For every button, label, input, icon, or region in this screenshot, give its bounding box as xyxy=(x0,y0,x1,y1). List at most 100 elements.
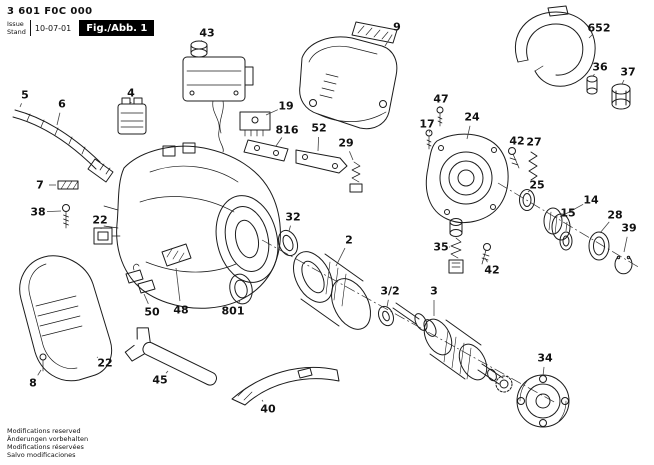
issue-stand-labels: Issue Stand xyxy=(7,20,30,36)
issue-label: Issue xyxy=(7,20,24,28)
figure-label-badge: Fig./Abb. 1 xyxy=(79,20,155,36)
callout-leader-line xyxy=(599,221,610,234)
part-number-42: 42 xyxy=(484,264,499,277)
bracket-816-drawing xyxy=(243,139,289,162)
screw-38-drawing xyxy=(62,204,70,229)
callout-leader-line xyxy=(288,225,291,232)
nut-37-drawing xyxy=(611,83,631,110)
pcb-19-drawing xyxy=(239,111,271,137)
callout-leader-line xyxy=(143,293,149,304)
part-number-8: 8 xyxy=(29,377,37,390)
part-number-15: 15 xyxy=(560,207,575,220)
switch-module-drawing xyxy=(182,40,254,153)
part-number-47: 47 xyxy=(433,93,448,106)
part-number-19: 19 xyxy=(278,100,293,113)
issue-meta-row: Issue Stand 10-07-01 Fig./Abb. 1 xyxy=(7,20,155,36)
callout-leader-line xyxy=(37,369,42,376)
part-number-50: 50 xyxy=(144,306,160,319)
callout-leader-line xyxy=(261,399,264,402)
callout-leader-line xyxy=(335,247,346,267)
callout-leader-line xyxy=(542,366,545,377)
modifications-line-fr: Modifications réservées xyxy=(7,443,84,451)
part-number-43: 43 xyxy=(199,27,214,40)
part-number-2: 2 xyxy=(345,234,353,247)
part-number-3: 3 xyxy=(430,285,438,298)
part-number-24: 24 xyxy=(464,111,480,124)
part-number-5: 5 xyxy=(21,89,29,102)
power-cord-drawing xyxy=(12,109,114,183)
coupling-35-drawing xyxy=(448,218,464,274)
modifications-line-es: Salvo modificaciones xyxy=(7,451,76,459)
callout-leader-line xyxy=(317,136,320,152)
callout-leader-line xyxy=(527,190,531,193)
part-number-35: 35 xyxy=(433,241,448,254)
part-number-38: 38 xyxy=(30,206,45,219)
part-number-7: 7 xyxy=(36,179,44,192)
washer-3-2-drawing xyxy=(378,305,394,327)
bearing-14-drawing xyxy=(543,207,571,241)
callout-leader-line xyxy=(200,39,202,42)
part-number-29: 29 xyxy=(338,137,353,150)
callout-leader-line xyxy=(275,137,283,147)
spring-27-drawing xyxy=(528,151,538,181)
part-number-652: 652 xyxy=(588,22,611,35)
callout-leader-line xyxy=(386,299,389,308)
ring-15-drawing xyxy=(559,231,573,251)
switch-drawing xyxy=(117,97,147,135)
callout-leader-line xyxy=(46,210,62,213)
meta-divider xyxy=(29,20,31,36)
callout-leader-line xyxy=(466,125,471,140)
screw-42-bottom-drawing xyxy=(481,243,491,265)
callout-leader-line xyxy=(349,151,354,161)
modifications-line-en: Modifications reserved xyxy=(7,427,81,435)
spring-29-drawing xyxy=(349,161,363,193)
fan-plate-drawing xyxy=(516,374,570,428)
callout-leader-line xyxy=(175,267,181,302)
callout-leader-line xyxy=(96,356,99,358)
header: 3 601 F0C 000 Issue Stand 10-07-01 Fig./… xyxy=(7,6,155,36)
part-number-40: 40 xyxy=(260,403,276,416)
part-number-801: 801 xyxy=(222,305,245,318)
stand-label: Stand xyxy=(7,28,26,36)
callout-leader-line xyxy=(559,203,584,218)
gasket-plate-48-drawing xyxy=(161,243,192,267)
callout-leader-line xyxy=(56,112,61,126)
callout-leader-line xyxy=(588,34,593,39)
part-number-42: 42 xyxy=(509,135,524,148)
part-number-48: 48 xyxy=(173,304,188,317)
part-number-17: 17 xyxy=(419,118,434,131)
ring-32-drawing xyxy=(277,229,299,257)
part-number-36: 36 xyxy=(592,61,608,74)
callout-leader-line xyxy=(165,370,169,374)
ring-28-drawing xyxy=(588,231,610,261)
callout-leader-line xyxy=(265,109,278,116)
screw-47-drawing xyxy=(436,106,444,127)
screw-17-drawing xyxy=(425,129,433,150)
callout-leader-line xyxy=(484,257,488,263)
part-number-9: 9 xyxy=(393,21,401,34)
part-number-3-2: 3/2 xyxy=(380,285,399,298)
gear-housing-drawing xyxy=(103,142,281,309)
document-part-number: 3 601 F0C 000 xyxy=(7,6,93,17)
wrench-drawing xyxy=(124,327,217,386)
part-number-34: 34 xyxy=(537,352,553,365)
callout-leader-line xyxy=(623,236,628,253)
nameplate-drawing xyxy=(351,21,398,44)
part-number-22: 22 xyxy=(92,214,107,227)
part-number-6: 6 xyxy=(58,98,66,111)
part-number-22: 22 xyxy=(97,357,112,370)
issue-date: 10-07-01 xyxy=(34,23,72,33)
part-number-27: 27 xyxy=(526,136,541,149)
part-number-39: 39 xyxy=(621,222,636,235)
part-number-45: 45 xyxy=(152,374,167,387)
center-axis-lines xyxy=(261,182,641,404)
callout-leader-line xyxy=(621,79,625,85)
blade-drawing xyxy=(231,366,340,406)
callout-leader-line xyxy=(237,300,241,304)
ring-25-drawing xyxy=(519,189,535,211)
callout-leader-line xyxy=(19,103,22,108)
part-number-32: 32 xyxy=(285,211,300,224)
brush-holder-drawing xyxy=(93,227,121,245)
